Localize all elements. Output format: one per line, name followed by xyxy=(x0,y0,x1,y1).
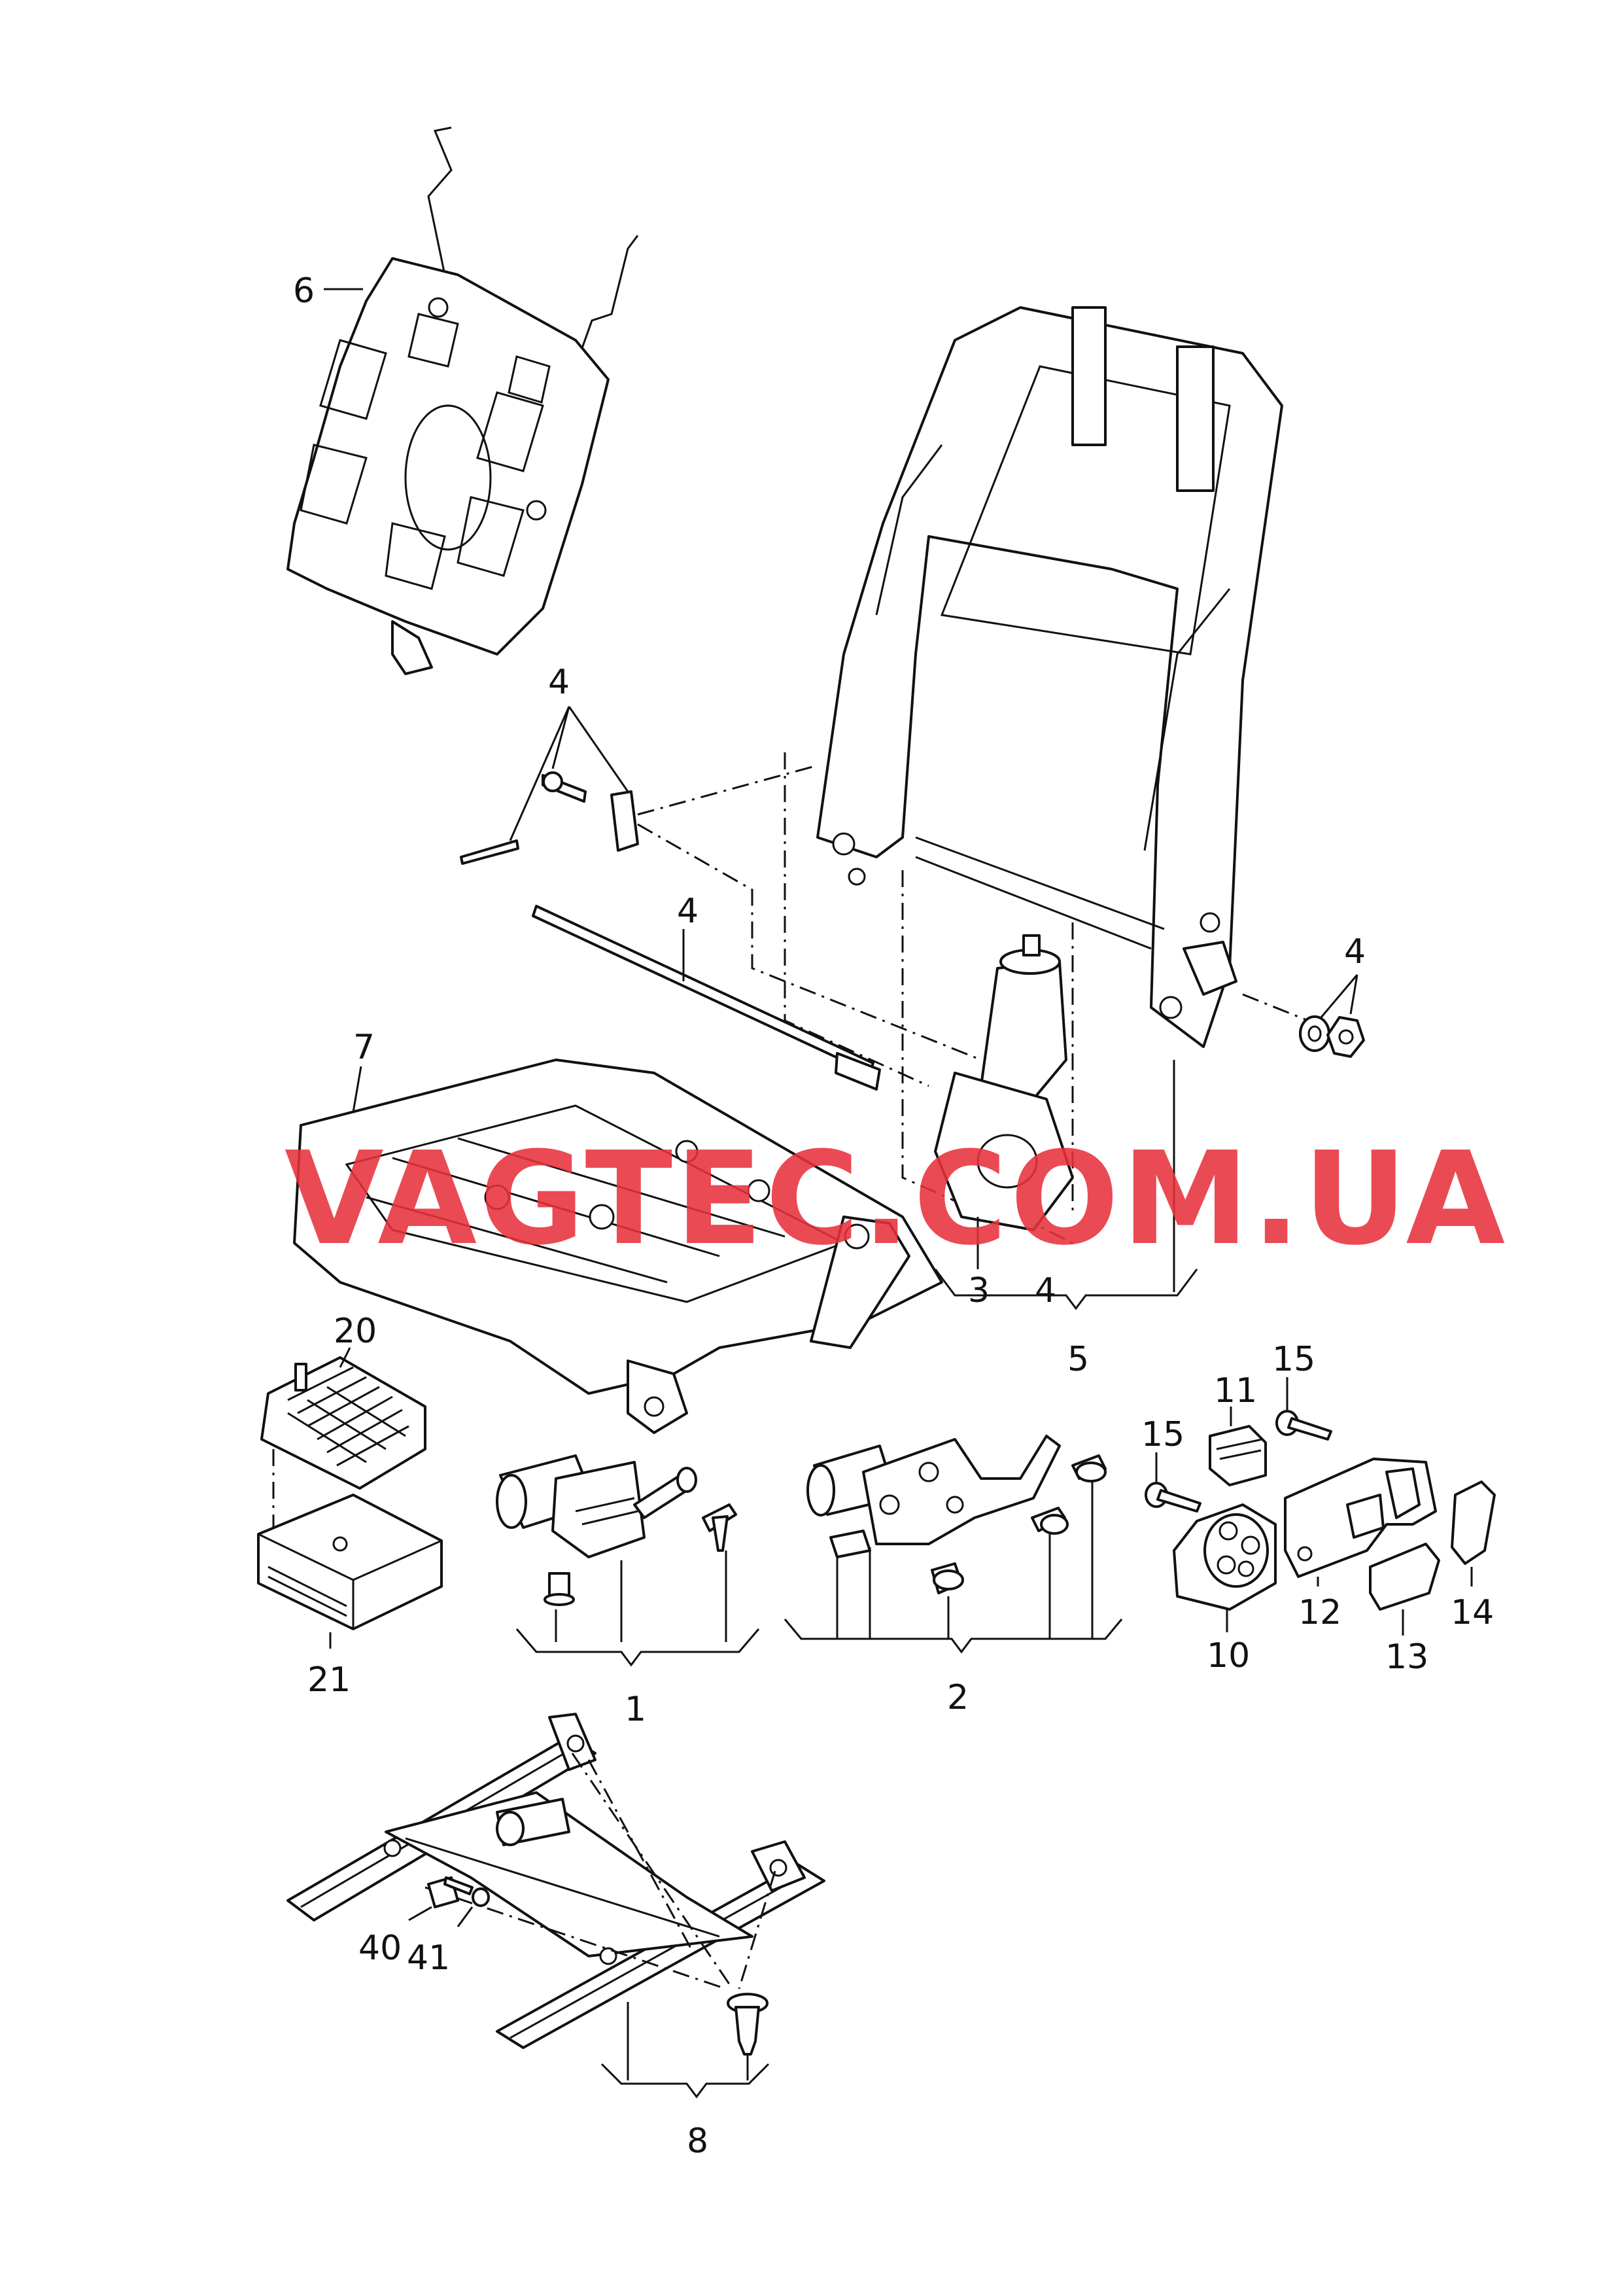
bracket-1 xyxy=(515,1628,760,1667)
callout-2: 2 xyxy=(947,1678,969,1717)
nut-washer-icon xyxy=(1299,974,1365,1058)
control-unit-icon xyxy=(257,1494,443,1649)
switch-cap-13-icon xyxy=(1369,1543,1440,1636)
seat-motor-2-icon xyxy=(806,1435,1107,1639)
callout-11: 11 xyxy=(1214,1371,1257,1410)
callout-12: 12 xyxy=(1298,1593,1341,1632)
tube-rod-icon xyxy=(532,905,881,1091)
callout-40: 40 xyxy=(358,1929,402,1968)
callout-1: 1 xyxy=(625,1690,646,1729)
callout-4a: 4 xyxy=(548,663,570,702)
callout-6: 6 xyxy=(293,272,315,311)
lumbar-switch-icon xyxy=(1173,1503,1277,1632)
callout-5: 5 xyxy=(1067,1340,1089,1379)
seat-rails-icon xyxy=(286,1713,825,2049)
screw-15b-icon xyxy=(1275,1377,1332,1441)
callout-3: 3 xyxy=(968,1271,990,1310)
callout-4b: 4 xyxy=(677,892,699,931)
callout-14: 14 xyxy=(1451,1593,1494,1632)
rail-fastener-lines xyxy=(424,1753,776,1990)
callout-15b: 15 xyxy=(1272,1340,1315,1379)
callout-7: 7 xyxy=(353,1028,375,1067)
bracket-2 xyxy=(784,1619,1123,1654)
push-clip-icon xyxy=(627,1993,769,2080)
callout-21: 21 xyxy=(307,1660,351,1700)
callout-4c: 4 xyxy=(1344,932,1366,972)
switch-cap-14-icon xyxy=(1451,1480,1496,1586)
lumbar-support-panel-icon xyxy=(286,126,639,675)
switch-housing-icon xyxy=(1284,1458,1437,1586)
seat-switch-icon xyxy=(1209,1407,1267,1486)
seat-motor-1-icon xyxy=(496,1454,737,1642)
callout-8: 8 xyxy=(687,2122,708,2161)
adjustment-motor-icon xyxy=(934,934,1074,1269)
watermark: VAGTEC.COM.UA xyxy=(285,1125,1508,1274)
callout-41: 41 xyxy=(407,1938,450,1978)
bolt-fastener-icon xyxy=(460,706,639,865)
control-unit-cover-icon xyxy=(260,1347,426,1490)
callout-4d: 4 xyxy=(1035,1271,1056,1310)
callout-15a: 15 xyxy=(1141,1415,1184,1454)
backrest-frame-icon xyxy=(816,306,1283,1292)
callout-20: 20 xyxy=(334,1312,377,1351)
bracket-5 xyxy=(934,1269,1198,1310)
seat-frame-icon xyxy=(293,1059,943,1434)
callout-10: 10 xyxy=(1207,1636,1250,1675)
bracket-8 xyxy=(600,2063,770,2099)
callout-13: 13 xyxy=(1385,1638,1428,1677)
screw-15a-icon xyxy=(1145,1452,1201,1513)
screw-41-icon xyxy=(443,1876,490,1927)
